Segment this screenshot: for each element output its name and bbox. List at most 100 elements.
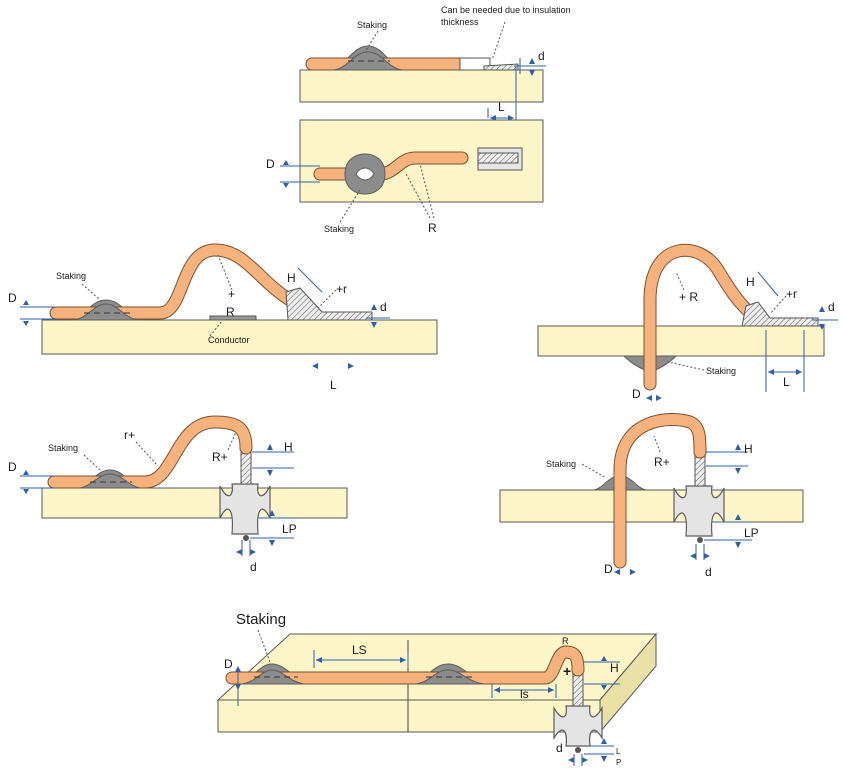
- arrow: [796, 369, 802, 375]
- label-D: D: [8, 460, 17, 474]
- label-LP: LP: [282, 522, 297, 536]
- label-d: d: [828, 300, 835, 314]
- leader: [81, 283, 101, 301]
- panel-bottom-3d: Staking D LS ls R + H d L P: [216, 611, 658, 767]
- arrow: [236, 549, 242, 555]
- label-d: d: [538, 49, 545, 63]
- arrow: [819, 324, 825, 330]
- arrow: [283, 183, 289, 188]
- arrow: [269, 510, 275, 516]
- label-R: R: [428, 221, 437, 235]
- leader: [419, 163, 435, 219]
- solder-fillet: [741, 301, 819, 327]
- solder-joint: [219, 483, 271, 535]
- dim-H: [757, 271, 779, 297]
- label-D: D: [266, 157, 275, 171]
- board: [41, 319, 438, 355]
- panel-middle-right: + R H +r d Staking L D: [537, 243, 838, 401]
- arrow: [267, 444, 273, 450]
- label-H: H: [284, 440, 293, 454]
- label-LS: LS: [352, 643, 367, 657]
- lead-in-hole: [694, 453, 706, 487]
- label-staking: Staking: [56, 271, 86, 281]
- wire: [226, 646, 584, 684]
- insulation-note-line-2: thickness: [441, 17, 479, 27]
- arrow: [601, 685, 607, 690]
- arrow: [267, 470, 273, 476]
- label-L: L: [498, 100, 505, 114]
- arrow: [630, 569, 636, 575]
- label-R-plus: R+: [654, 455, 670, 469]
- label-staking: Staking: [546, 459, 576, 469]
- arrow: [646, 395, 652, 401]
- arrow: [494, 687, 500, 693]
- label-d: d: [250, 560, 257, 574]
- leader: [209, 320, 223, 337]
- panel-lower-left: D Staking r+ R+ H LP d: [8, 415, 348, 574]
- leader: [675, 271, 685, 291]
- lead-in-hole: [240, 451, 252, 485]
- lead-tip: [697, 537, 703, 543]
- leader: [667, 361, 705, 371]
- panel-lower-right: Staking R+ H LP d D: [499, 413, 804, 579]
- leader: [491, 21, 506, 61]
- arrow: [656, 395, 662, 401]
- solder-fillet: [477, 152, 519, 164]
- label-P-small: P: [616, 758, 621, 767]
- board: [499, 489, 804, 523]
- arrow: [529, 58, 535, 64]
- label-D: D: [224, 657, 233, 671]
- label-H: H: [744, 442, 753, 456]
- arrow: [614, 569, 620, 575]
- arrow: [690, 553, 696, 559]
- label-H: H: [610, 661, 619, 675]
- lead-tip: [575, 747, 581, 753]
- board: [537, 325, 825, 357]
- arrow: [250, 549, 256, 555]
- dim-H: [297, 267, 323, 293]
- leader: [217, 254, 233, 291]
- arrow: [23, 470, 29, 475]
- arrow: [568, 757, 574, 763]
- label-staking: Staking: [357, 20, 387, 30]
- label-conductor: Conductor: [208, 335, 250, 345]
- label-LP: LP: [744, 526, 759, 540]
- arrow: [735, 468, 741, 474]
- lead-tip: [243, 535, 249, 541]
- solder-fillet: [285, 287, 373, 321]
- leader: [227, 431, 237, 451]
- label-d: d: [556, 741, 563, 755]
- label-plus: +: [228, 287, 235, 301]
- label-plus-r: +r: [336, 282, 347, 296]
- label-d: d: [380, 300, 387, 314]
- label-D: D: [604, 562, 613, 576]
- staking-gap: [355, 167, 375, 181]
- arrow: [400, 657, 406, 663]
- panel-middle-left: D Staking + R Conductor H +r d L: [8, 243, 438, 392]
- arrow: [23, 489, 29, 494]
- leader: [317, 289, 337, 309]
- leader: [404, 171, 431, 219]
- label-d: d: [705, 565, 712, 579]
- board: [41, 487, 348, 519]
- arrow: [704, 553, 710, 559]
- board-front-face: [217, 699, 601, 733]
- wire: [644, 244, 758, 390]
- label-plus-r: +r: [786, 287, 797, 301]
- arrow: [312, 363, 318, 369]
- arrow: [548, 687, 554, 693]
- wire: [614, 414, 706, 568]
- label-L-small: L: [616, 747, 621, 756]
- leader: [257, 629, 271, 663]
- leader: [769, 295, 787, 315]
- board: [299, 69, 544, 103]
- label-R-plus: R+: [212, 450, 228, 464]
- solder-joint: [673, 485, 725, 537]
- arrow: [601, 756, 607, 762]
- label-staking: Staking: [324, 224, 354, 234]
- arrow: [735, 444, 741, 450]
- label-plus-R: + R: [679, 290, 698, 304]
- arrow: [269, 540, 275, 546]
- solder-fillet: [483, 63, 519, 71]
